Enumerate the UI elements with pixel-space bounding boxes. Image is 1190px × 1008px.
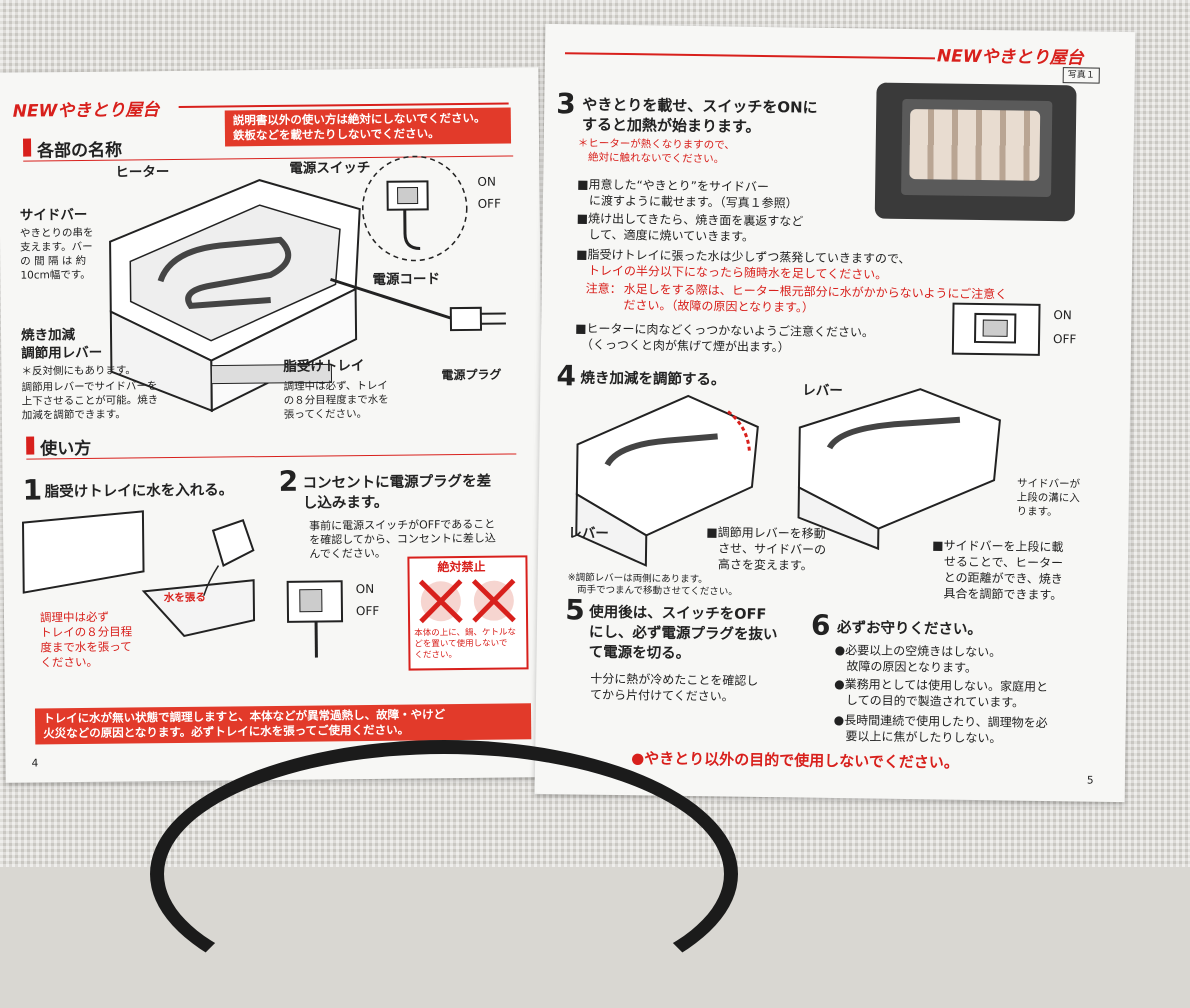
step4-text: 焼き加減を調節する。 (580, 368, 725, 390)
skewers (909, 109, 1040, 181)
lever-adjust-diagram-2 (798, 388, 1010, 551)
prohibition-icon (416, 575, 521, 626)
water-note: 水足しをする際は、ヒーター根元部分に水がかからないようにご注意く ださい。（故障… (623, 281, 1007, 318)
section-title-parts: 各部の名称 (37, 136, 122, 162)
page-number: 4 (31, 756, 38, 770)
label-off: OFF (478, 196, 501, 212)
label-off: OFF (356, 603, 379, 619)
water-label: 水を張る (164, 591, 206, 605)
step3-warning: ＊ヒーターが熱くなりますので、 絶対に触れないでください。 (577, 136, 734, 166)
rule-no-empty-heating: ●必要以上の空焼きはしない。 故障の原因となります。 (834, 642, 1001, 676)
prohibition-title: 絶対禁止 (437, 560, 485, 575)
sidebar-description: ■サイドバーを上段に載 せることで、ヒーター との距離ができ、焼き 具合を調節で… (931, 537, 1063, 603)
sidebar-upper-note: サイドバーが 上段の溝に入 ります。 (1017, 477, 1081, 520)
switch-off-diagram (286, 579, 347, 660)
top-warning: 説明書以外の使い方は絶対にしないでください。 鉄板などを載せたりしないでください… (225, 107, 511, 146)
step-number: 5 (565, 596, 585, 624)
switch-callout (359, 153, 470, 264)
lever-note: ※調節レバーは両側にあります。 両手でつまんで移動させてください。 (567, 572, 738, 598)
tray-description: 調理中は必ず、トレイ の８分目程度まで水を 張ってください。 (284, 379, 389, 422)
bullet-flip: ■焼け出してきたら、焼き面を裏返すなど して、適度に焼いていきます。 (576, 210, 803, 245)
lever-description: 調節用レバーでサイドバーを 上下させることが可能。焼き 加減を調節できます。 (22, 379, 159, 422)
label-sidebar: サイドバー (20, 206, 88, 225)
final-warning: ●やきとり以外の目的で使用しないでください。 (631, 749, 959, 772)
label-on: ON (477, 174, 496, 190)
step2-text: コンセントに電源プラグを差 し込みます。 (303, 472, 492, 514)
label-on: ON (356, 581, 375, 597)
rule-home-use: ●業務用としては使用しない。家庭用と しての目的で製造されています。 (834, 676, 1048, 711)
label-on: ON (1053, 307, 1072, 323)
label-drip-tray: 脂受けトレイ (283, 357, 364, 376)
bullet-place: ■用意した“やきとり”をサイドバー に渡すように載せます。（写真１参照） (577, 176, 798, 211)
label-power-cord: 電源コード (372, 270, 440, 289)
step3-text: やきとりを載せ、スイッチをONに すると加熱が始まります。 (582, 94, 818, 137)
label-power-plug: 電源プラグ (441, 366, 501, 385)
brand-logo: NEWやきとり屋台 (937, 41, 1084, 68)
divider (565, 52, 935, 59)
lever-move-description: ■調節用レバーを移動 させ、サイドバーの 高さを変えます。 (706, 524, 827, 574)
step-number: 2 (278, 468, 298, 496)
label-off: OFF (1053, 331, 1076, 347)
photo-label: 写真１ (1063, 67, 1100, 84)
step1-text: 脂受けトレイに水を入れる。 (45, 480, 234, 502)
step5-text: 使用後は、スイッチをOFF にし、必ず電源プラグを抜い て電源を切る。 (588, 603, 777, 666)
bullet-heater: ■ヒーターに肉などくっつかないようご注意ください。 （くっつくと肉が焦げて煙が出… (575, 320, 874, 356)
photo-yakitori-on-grill (875, 83, 1077, 222)
divider (26, 453, 516, 459)
step-number: 6 (811, 612, 831, 640)
sidebar-description: やきとりの串を 支えます。バー の 間 隔 は 約 10cm幅です。 (20, 226, 94, 283)
step-number: 1 (23, 476, 43, 504)
switch-on-diagram (951, 302, 1042, 358)
label-power-switch: 電源スイッチ (289, 159, 370, 178)
bottom-warning: トレイに水が無い状態で調理しますと、本体などが異常過熱し、故障・やけど 火災など… (35, 703, 531, 744)
bullet-water-red: トレイの半分以下になったら随時水を足してください。 (588, 263, 887, 283)
page-number: 5 (1087, 774, 1094, 788)
section-title-usage: 使い方 (40, 434, 91, 460)
step-number: 4 (556, 362, 576, 390)
right-page: NEWやきとり屋台 写真１ 3 やきとりを載せ、スイッチをONに すると加熱が始… (535, 24, 1136, 802)
prohibition-description: 本体の上に、鍋、ケトルな どを置いて使用しないで ください。 (414, 627, 516, 661)
step5-description: 十分に熱が冷めたことを確認し てから片付けてください。 (590, 671, 758, 705)
step1-note: 調理中は必ず トレイの８分目程 度まで水を張って ください。 (40, 609, 133, 670)
note-label: 注意： (586, 281, 622, 298)
step6-text: 必ずお守りください。 (837, 618, 982, 640)
lever-note: ＊反対側にもあります。 (21, 363, 136, 378)
left-page: NEWやきとり屋台 説明書以外の使い方は絶対にしないでください。 鉄板などを載せ… (0, 67, 546, 783)
label-lever: 焼き加減 調節用レバー (21, 326, 102, 363)
rule-no-long-use: ●長時間連続で使用したり、調理物を必 要以上に焦がしたりしない。 (833, 712, 1047, 747)
step-number: 3 (556, 90, 576, 118)
power-cable (150, 740, 738, 1008)
prohibition-box: 絶対禁止 本体の上に、鍋、ケトルな どを置いて使用しないで ください。 (407, 555, 528, 670)
brand-logo: NEWやきとり屋台 (13, 95, 160, 122)
lever-label: レバー (568, 524, 609, 543)
label-heater: ヒーター (115, 163, 169, 182)
